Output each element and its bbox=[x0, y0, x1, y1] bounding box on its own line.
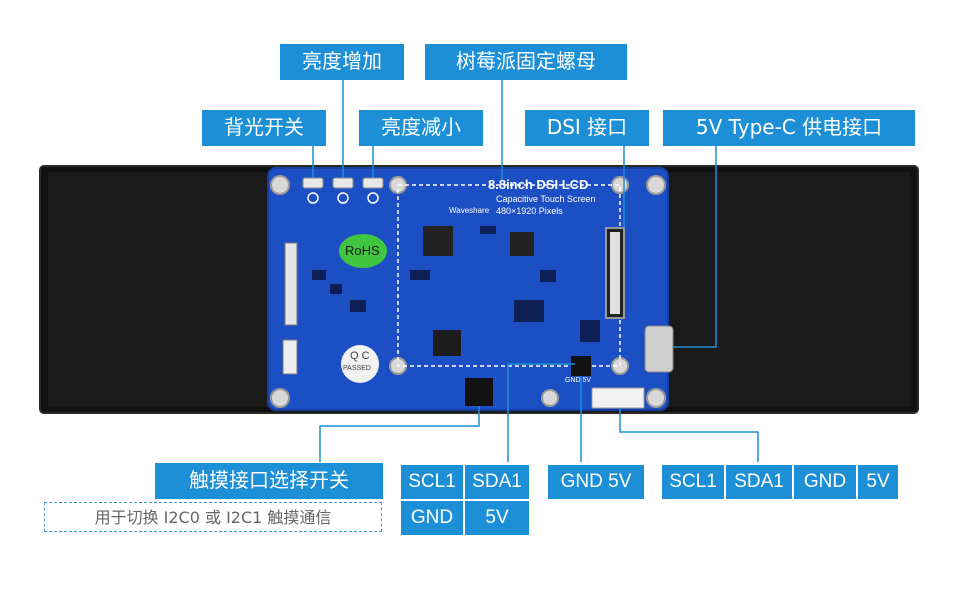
label-typec: 5V Type-C 供电接口 bbox=[663, 110, 915, 146]
board-subtitle: Capacitive Touch Screen bbox=[496, 194, 596, 204]
left-small-connector bbox=[282, 339, 298, 375]
button-icons bbox=[307, 192, 379, 204]
qc-sticker bbox=[341, 345, 379, 383]
label-backlight: 背光开关 bbox=[202, 110, 326, 146]
qc-text: Q C bbox=[350, 350, 370, 362]
pin-right-scl1: SCL1 bbox=[662, 465, 724, 499]
board-buttons bbox=[302, 177, 384, 189]
board-brand: Waveshare bbox=[449, 206, 490, 215]
label-brightness-down: 亮度减小 bbox=[359, 110, 483, 146]
mounting-holes bbox=[270, 175, 666, 408]
gnd5v-board-text: GND 5V bbox=[565, 377, 592, 384]
rohs-badge bbox=[339, 234, 387, 268]
pin-right-sda1: SDA1 bbox=[726, 465, 792, 499]
label-brightness-up: 亮度增加 bbox=[280, 44, 404, 80]
qc-passed-text: PASSED bbox=[343, 365, 371, 372]
pin-left-sda1: SDA1 bbox=[465, 465, 529, 499]
pin-mid-gnd-5v: GND 5V bbox=[548, 465, 644, 499]
chip-main bbox=[423, 226, 453, 256]
pin-right-5v: 5V bbox=[858, 465, 898, 499]
rpi-nut-outline bbox=[397, 184, 621, 367]
chip-lower bbox=[433, 330, 461, 356]
typec-port bbox=[644, 325, 674, 373]
pin-left-5v: 5V bbox=[465, 501, 529, 535]
rohs-text: RoHS bbox=[345, 243, 380, 258]
touch-switch-header bbox=[465, 378, 493, 406]
pin-header-right bbox=[591, 387, 645, 409]
leader-lines bbox=[312, 80, 759, 462]
board-title: 8.8inch DSI LCD bbox=[488, 177, 589, 192]
left-fpc-connector bbox=[284, 242, 298, 326]
label-rpi-nut: 树莓派固定螺母 bbox=[425, 44, 627, 80]
touch-switch-note: 用于切换 I2C0 或 I2C1 触摸通信 bbox=[44, 502, 382, 532]
label-touch-switch: 触摸接口选择开关 bbox=[155, 463, 383, 499]
pin-left-scl1: SCL1 bbox=[401, 465, 463, 499]
pin-right-gnd: GND bbox=[794, 465, 856, 499]
label-dsi: DSI 接口 bbox=[525, 110, 649, 146]
chip-secondary bbox=[510, 232, 534, 256]
pin-left-gnd: GND bbox=[401, 501, 463, 535]
board-resolution: 480×1920 Pixels bbox=[496, 206, 563, 216]
gnd5v-header bbox=[571, 356, 591, 376]
